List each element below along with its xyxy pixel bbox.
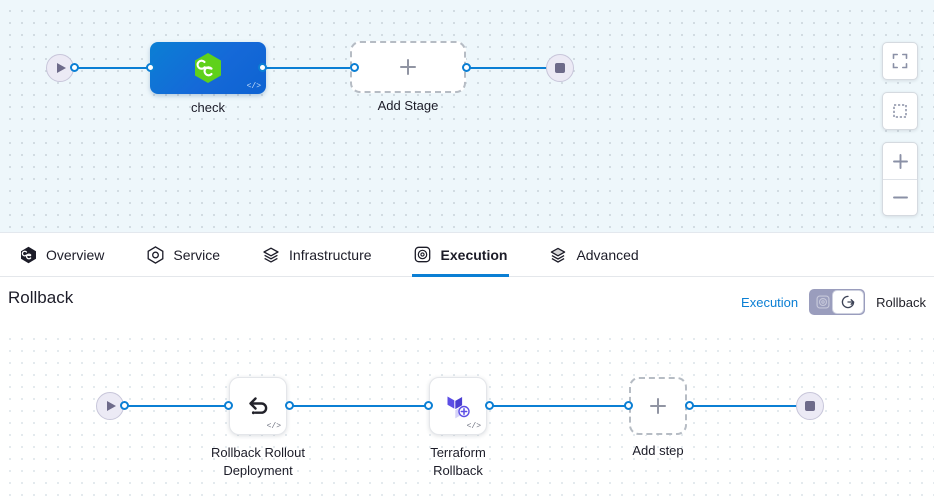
connector-start-to-step1 — [124, 405, 230, 407]
harness-hexagon-filled-icon — [19, 246, 37, 264]
tab-label: Infrastructure — [289, 246, 372, 263]
pipeline-start-node[interactable] — [46, 54, 74, 82]
connector-check-to-addstage — [262, 67, 354, 69]
expand-icon — [892, 53, 908, 69]
stop-icon — [805, 401, 815, 411]
zoom-in-button[interactable] — [883, 143, 917, 179]
connector-addstage-to-end — [462, 67, 562, 69]
code-badge: </> — [466, 422, 481, 431]
add-step-button[interactable] — [629, 377, 687, 435]
step-node-rollback-rollout-deployment[interactable]: </> — [229, 377, 287, 435]
page-title: Rollback — [8, 288, 74, 307]
terraform-icon — [447, 396, 470, 419]
tab-infrastructure[interactable]: Infrastructure — [262, 233, 372, 276]
view-controls-group-top — [882, 42, 918, 80]
code-badge: </> — [266, 422, 281, 431]
add-step-label: Add step — [632, 443, 684, 458]
fullscreen-button[interactable] — [883, 43, 917, 79]
tab-label: Advanced — [576, 246, 639, 263]
rollback-arrow-icon — [841, 295, 855, 309]
rollback-end-node[interactable] — [796, 392, 824, 420]
connector-start-to-check — [74, 67, 154, 69]
connector-addstep-to-end — [688, 405, 802, 407]
code-badge: </> — [246, 82, 261, 91]
stop-icon — [555, 63, 565, 73]
tab-service[interactable]: Service — [146, 233, 220, 276]
tab-label: Execution — [440, 246, 508, 263]
connector-dot — [146, 63, 155, 72]
connector-dot — [462, 63, 471, 72]
layers-icon — [262, 246, 280, 264]
stage-canvas[interactable]: </> check Add Stage — [0, 0, 934, 233]
add-stage-label: Add Stage — [377, 98, 439, 113]
step-label-rollback-rollout-deployment: Rollback Rollout Deployment — [211, 445, 305, 478]
connector-dot — [70, 63, 79, 72]
undo-arrow-icon — [249, 397, 268, 415]
step-node-terraform-rollback[interactable]: </> — [429, 377, 487, 435]
rollback-canvas[interactable]: </> Rollback Rollout Deployment </> Terr… — [0, 330, 934, 500]
plus-icon — [400, 59, 416, 75]
execution-icon — [815, 294, 831, 310]
rollback-start-node[interactable] — [96, 392, 124, 420]
connector-step2-to-addstep — [488, 405, 630, 407]
tab-label: Service — [173, 246, 221, 263]
toggle-label-rollback[interactable]: Rollback — [876, 294, 926, 310]
zoom-controls-group — [882, 142, 918, 216]
connector-dot — [624, 401, 633, 410]
tab-execution[interactable]: Execution — [411, 233, 510, 277]
selection-mode-button[interactable] — [883, 93, 917, 129]
play-icon — [107, 401, 116, 411]
selection-icon — [893, 104, 907, 118]
connector-dot — [120, 401, 129, 410]
tab-advanced[interactable]: Advanced — [549, 233, 639, 276]
tab-overview[interactable]: Overview — [19, 233, 104, 276]
step-label-terraform-rollback: Terraform Rollback — [430, 445, 486, 478]
zoom-out-button[interactable] — [883, 179, 917, 215]
tab-label: Overview — [46, 246, 105, 263]
connector-dot — [350, 63, 359, 72]
connector-dot — [224, 401, 233, 410]
pipeline-end-node[interactable] — [546, 54, 574, 82]
rollback-section-header: Rollback Execution — [0, 277, 934, 330]
connector-step1-to-step2 — [288, 405, 434, 407]
advanced-layers-icon — [549, 246, 567, 264]
stage-label-check: check — [191, 100, 225, 115]
add-stage-button[interactable] — [350, 41, 466, 93]
plus-icon — [892, 153, 908, 169]
connector-dot — [685, 401, 694, 410]
connector-dot — [258, 63, 267, 72]
toggle-knob-rollback[interactable] — [832, 290, 865, 314]
execution-rollback-toggle-group: Execution Rollback — [741, 289, 926, 315]
plus-icon — [650, 398, 666, 414]
connector-dot — [424, 401, 433, 410]
toggle-label-execution[interactable]: Execution — [741, 294, 799, 310]
minus-icon — [892, 196, 908, 199]
execution-rollback-toggle[interactable] — [809, 289, 866, 315]
connector-dot — [285, 401, 294, 410]
execution-icon — [414, 246, 432, 264]
connector-dot — [485, 401, 494, 410]
view-controls-group-selection — [882, 92, 918, 130]
stage-tabs: Overview Service Infrastructure — [0, 233, 934, 277]
play-icon — [57, 63, 66, 73]
service-hexagon-icon — [146, 245, 164, 264]
harness-hexagon-icon — [195, 53, 221, 83]
stage-node-check[interactable]: </> — [150, 42, 266, 94]
